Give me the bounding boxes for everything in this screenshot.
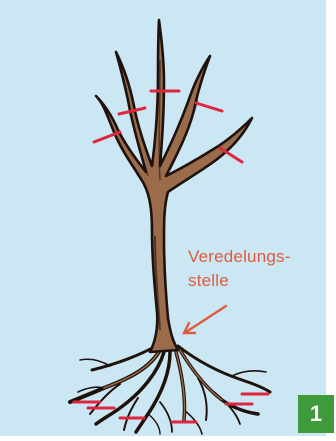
graft-point-label: Veredelungs- stelle xyxy=(188,245,328,293)
graft-point-label-line2: stelle xyxy=(188,269,328,293)
graft-point-label-line1: Veredelungs- xyxy=(188,245,328,269)
tree-illustration xyxy=(0,0,326,436)
illustration-panel xyxy=(0,0,326,436)
figure-number-badge: 1 xyxy=(298,395,334,433)
